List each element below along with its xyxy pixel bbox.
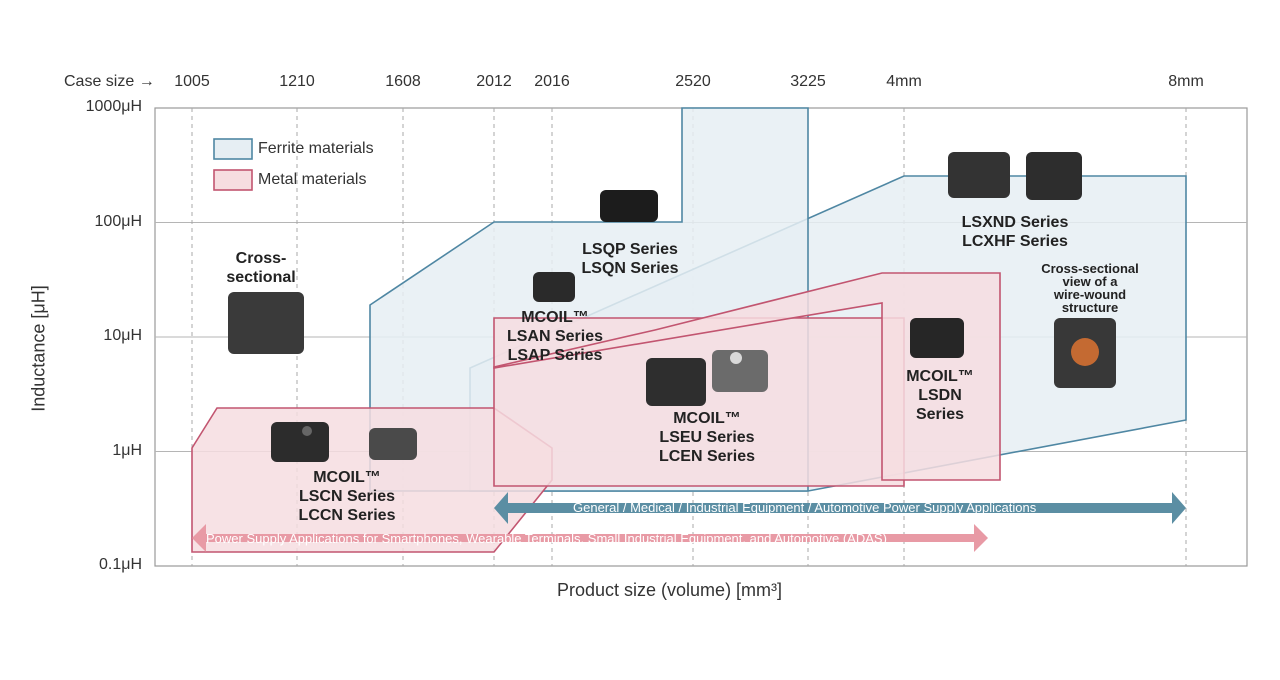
case-size-label: 1210 — [279, 73, 315, 90]
component-image-lsqp — [600, 190, 658, 222]
application-label-general: General / Medical / Industrial Equipment… — [573, 500, 1037, 515]
y-tick-label: 10μH — [103, 327, 142, 344]
y-tick-label: 0.1μH — [98, 556, 142, 573]
legend-label-metal: Metal materials — [258, 171, 367, 188]
component-image-lsxnd-1 — [948, 152, 1010, 198]
annotation-cross-sectional: Cross- — [235, 250, 287, 267]
y-tick-label: 1μH — [112, 441, 142, 459]
annotation-lseu: MCOIL™ — [673, 410, 741, 427]
annotation-lsqp: LSQP Series — [582, 241, 678, 258]
case-size-header: Case size → — [64, 73, 155, 90]
x-axis-title: Product size (volume) [mm³] — [557, 580, 783, 600]
annotation-lscn: MCOIL™ — [313, 469, 381, 486]
annotation-lseu: LSEU Series — [659, 429, 755, 446]
application-arrow-smartphone — [192, 524, 988, 552]
y-tick-label: 100μH — [94, 212, 142, 230]
annotation-lsqp: LSQN Series — [581, 260, 679, 277]
y-tick-label: 1000μH — [85, 98, 142, 115]
case-size-label: 2520 — [675, 73, 711, 90]
case-size-label: 8mm — [1168, 73, 1204, 90]
component-image-lscn-1 — [271, 422, 329, 462]
annotation-cross-sectional: sectional — [226, 269, 296, 286]
region-lsdn — [493, 272, 1001, 481]
annotation-lsdn: MCOIL™ — [906, 368, 974, 385]
annotation-lsan: LSAN Series — [506, 328, 604, 345]
case-size-label: 1005 — [174, 73, 210, 90]
wire-wound-coil — [1071, 338, 1099, 366]
annotation-wire-wound: wire-wound — [1053, 287, 1127, 302]
annotation-lseu: LCEN Series — [658, 448, 756, 465]
legend-label-ferrite: Ferrite materials — [258, 140, 374, 157]
application-label-smartphone: Power Supply Applications for Smartphone… — [206, 531, 887, 546]
annotation-lscn: LSCN Series — [298, 488, 396, 505]
component-image-cross-section — [228, 292, 304, 354]
case-size-label: 2016 — [534, 73, 570, 90]
component-image-lsan — [533, 272, 575, 302]
application-arrow-general — [494, 492, 1186, 524]
annotation-lscn: LCCN Series — [298, 507, 396, 524]
case-size-label: 3225 — [790, 73, 826, 90]
component-dot — [730, 352, 742, 364]
case-size-label: 1608 — [385, 73, 421, 90]
case-size-label: 2012 — [476, 73, 512, 90]
annotation-lsxnd: LSXND Series — [961, 214, 1069, 231]
component-image-lscn-2 — [369, 428, 417, 460]
annotation-wire-wound: view of a — [1062, 274, 1118, 289]
legend-swatch-ferrite — [213, 138, 253, 160]
annotation-lsdn: Series — [915, 406, 965, 423]
component-image-lseu-2 — [712, 350, 768, 392]
annotation-lsxnd: LCXHF Series — [962, 233, 1068, 250]
component-image-lsdn — [910, 318, 964, 358]
case-size-label: 4mm — [886, 73, 922, 90]
legend-swatch-metal — [213, 169, 253, 191]
y-axis-title: Inductance [μH] — [28, 285, 49, 412]
annotation-wire-wound: structure — [1061, 300, 1119, 315]
component-dot — [302, 426, 312, 436]
annotation-lsan: MCOIL™ — [521, 309, 589, 326]
annotation-lsdn: LSDN — [918, 387, 962, 404]
component-image-lseu-1 — [646, 358, 706, 406]
component-image-lsxnd-2 — [1026, 152, 1082, 200]
annotation-lsan: LSAP Series — [507, 347, 603, 364]
annotation-wire-wound: Cross-sectional — [1041, 261, 1139, 276]
